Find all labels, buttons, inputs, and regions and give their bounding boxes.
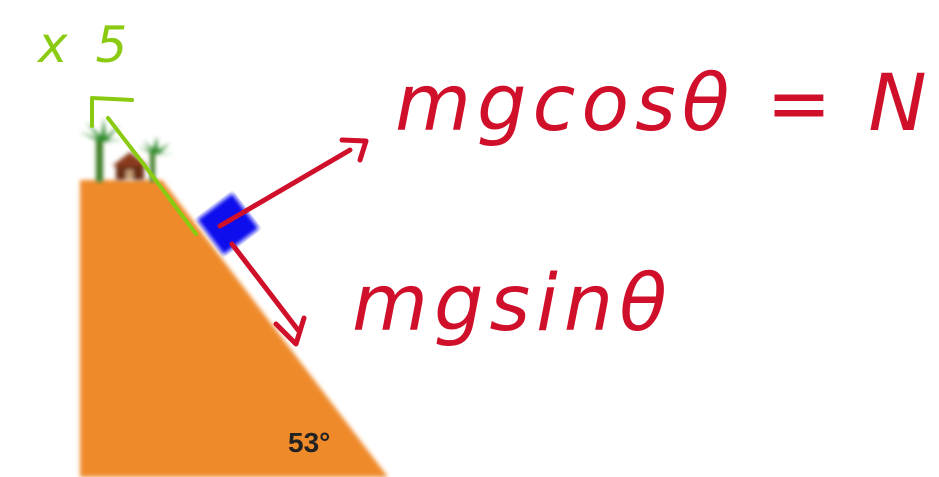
incline-angle-label: 53°	[288, 427, 330, 458]
palm-tree-icon	[138, 136, 174, 182]
hut-icon	[112, 152, 148, 180]
normal-arrow-head	[339, 137, 369, 163]
normal-force-arrow	[217, 147, 353, 229]
incline-hill	[80, 180, 388, 477]
parallel-force-arrow	[229, 241, 301, 333]
green-scribble-label: x 5	[36, 16, 133, 74]
parallel-arrow-head	[273, 315, 307, 347]
parallel-force-label: mgsinθ	[352, 259, 673, 349]
palm-tree-icon	[80, 118, 124, 182]
hilltop-scenery	[80, 118, 174, 182]
normal-force-label: mgcosθ = N	[395, 59, 933, 149]
green-scribble-line	[90, 96, 198, 236]
